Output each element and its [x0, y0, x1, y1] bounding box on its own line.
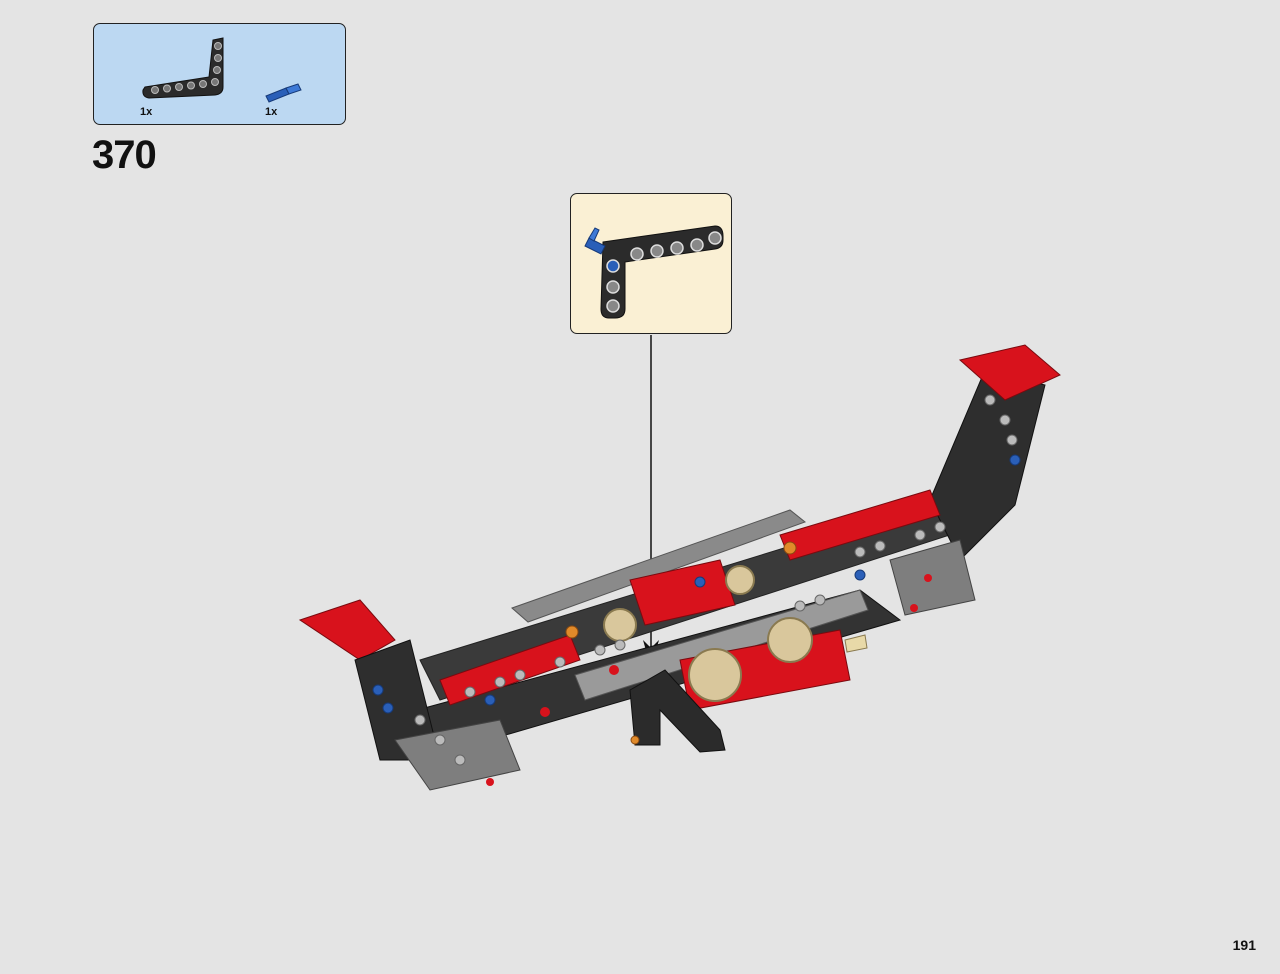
- step-number: 370: [92, 133, 157, 177]
- page-number: 191: [1232, 937, 1256, 953]
- parts-list-panel: 1x 1x: [93, 23, 346, 125]
- l-beam-with-pin-icon: [584, 225, 724, 319]
- part-quantity-pin: 1x: [265, 106, 278, 118]
- blue-pin-icon: [265, 83, 302, 103]
- subassembly-callout: [570, 193, 732, 334]
- part-quantity-beam: 1x: [140, 106, 153, 118]
- l-beam-icon: [142, 37, 224, 99]
